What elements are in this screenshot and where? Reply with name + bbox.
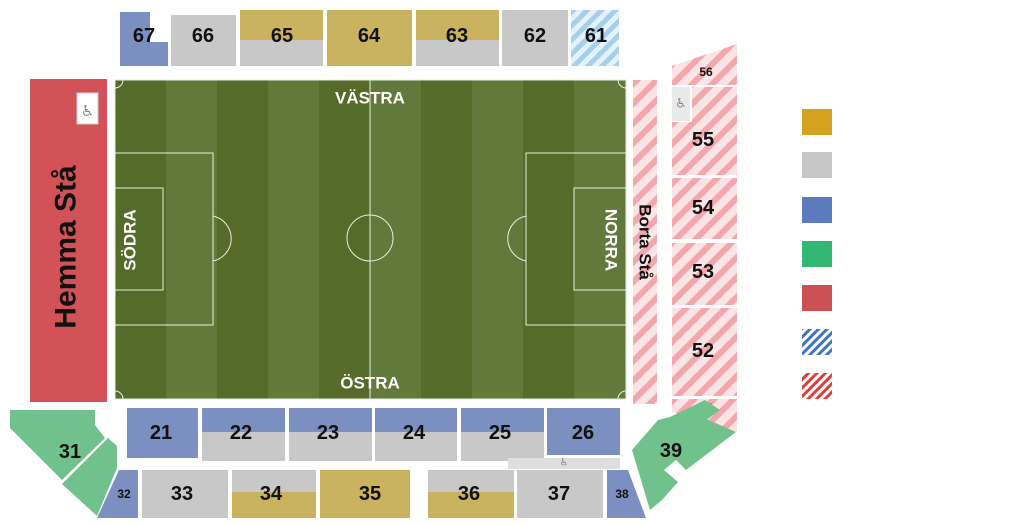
section-25-label: 25: [489, 422, 511, 444]
section-64-label: 64: [358, 25, 381, 47]
legend-swatch-green: [802, 241, 832, 267]
section-63-label: 63: [446, 25, 468, 47]
section-34[interactable]: 34: [232, 470, 316, 518]
section-36[interactable]: 36: [428, 470, 514, 518]
legend-swatch-grey: [802, 152, 832, 178]
section-65-label: 65: [271, 25, 293, 47]
section-63[interactable]: 63: [416, 10, 499, 66]
section-22-label: 22: [230, 422, 252, 444]
section-53-label: 53: [692, 261, 714, 283]
legend-swatch-red-hatch: [802, 373, 832, 399]
home-standing-area[interactable]: ♿ Hemma Stå: [30, 79, 107, 402]
legend-swatch-red: [802, 285, 832, 311]
section-21[interactable]: 21: [127, 408, 198, 458]
pitch-label-north: NORRA: [602, 209, 621, 271]
section-36-label: 36: [458, 483, 480, 505]
section-32[interactable]: 32: [97, 470, 138, 518]
section-61[interactable]: 61: [571, 10, 619, 66]
section-31-lower[interactable]: [62, 438, 117, 516]
section-39[interactable]: 39: [632, 400, 736, 510]
section-33[interactable]: 33: [142, 470, 228, 518]
section-33-label: 33: [171, 483, 193, 505]
legend: [802, 109, 832, 399]
section-52[interactable]: 52: [672, 308, 737, 396]
section-31[interactable]: 31: [10, 410, 105, 480]
section-38-label: 38: [615, 487, 629, 501]
section-64[interactable]: 64: [327, 10, 412, 66]
section-37-label: 37: [548, 483, 570, 505]
pitch-label-south: SÖDRA: [121, 209, 140, 270]
section-22[interactable]: 22: [202, 408, 285, 461]
home-standing-label: Hemma Stå: [50, 165, 83, 329]
legend-swatch-gold: [802, 109, 832, 135]
section-35[interactable]: 35: [320, 470, 410, 518]
section-35-label: 35: [359, 483, 381, 505]
section-67-label: 67: [133, 25, 155, 47]
section-52-label: 52: [692, 340, 714, 362]
pitch-label-west: VÄSTRA: [335, 89, 405, 108]
section-67[interactable]: 67: [120, 12, 168, 66]
section-66-label: 66: [192, 25, 214, 47]
pitch: VÄSTRA ÖSTRA SÖDRA NORRA: [114, 79, 627, 400]
section-62-label: 62: [524, 25, 546, 47]
section-65[interactable]: 65: [240, 10, 323, 66]
section-34-label: 34: [260, 483, 283, 505]
section-39-label: 39: [660, 440, 682, 462]
section-61-label: 61: [585, 25, 607, 47]
section-66[interactable]: 66: [171, 15, 236, 66]
away-standing-area[interactable]: Borta Stå: [633, 80, 657, 404]
away-standing-label: Borta Stå: [636, 204, 655, 280]
section-56-label: 56: [699, 65, 713, 79]
legend-swatch-blue-hatch: [802, 329, 832, 355]
section-54[interactable]: 54: [672, 178, 737, 239]
section-26[interactable]: 26: [547, 408, 620, 455]
section-25[interactable]: 25: [461, 408, 544, 461]
section-55[interactable]: 55: [672, 87, 737, 175]
section-62[interactable]: 62: [502, 10, 568, 66]
section-54-label: 54: [692, 197, 715, 219]
wheelchair-area-right: ♿: [672, 87, 690, 121]
section-38[interactable]: 38: [607, 470, 646, 518]
section-37[interactable]: 37: [517, 470, 603, 518]
section-55-label: 55: [692, 129, 714, 151]
pitch-label-east: ÖSTRA: [340, 374, 400, 393]
section-56[interactable]: 56: [672, 44, 737, 85]
section-31-label: 31: [59, 441, 81, 463]
section-21-label: 21: [150, 422, 172, 444]
wheelchair-icon-bottom: ♿: [560, 458, 569, 469]
wheelchair-icon-right: ♿: [675, 97, 687, 112]
section-53[interactable]: 53: [672, 243, 737, 305]
section-23-label: 23: [317, 422, 339, 444]
legend-swatch-blue: [802, 197, 832, 223]
section-23[interactable]: 23: [289, 408, 372, 461]
section-24-label: 24: [403, 422, 426, 444]
wheelchair-area-bottom: ♿: [508, 458, 620, 469]
section-26-label: 26: [572, 422, 594, 444]
section-24[interactable]: 24: [375, 408, 457, 461]
wheelchair-icon: [76, 92, 99, 125]
section-32-label: 32: [117, 487, 131, 501]
wheelchair-icon-glyph: ♿: [81, 102, 94, 120]
